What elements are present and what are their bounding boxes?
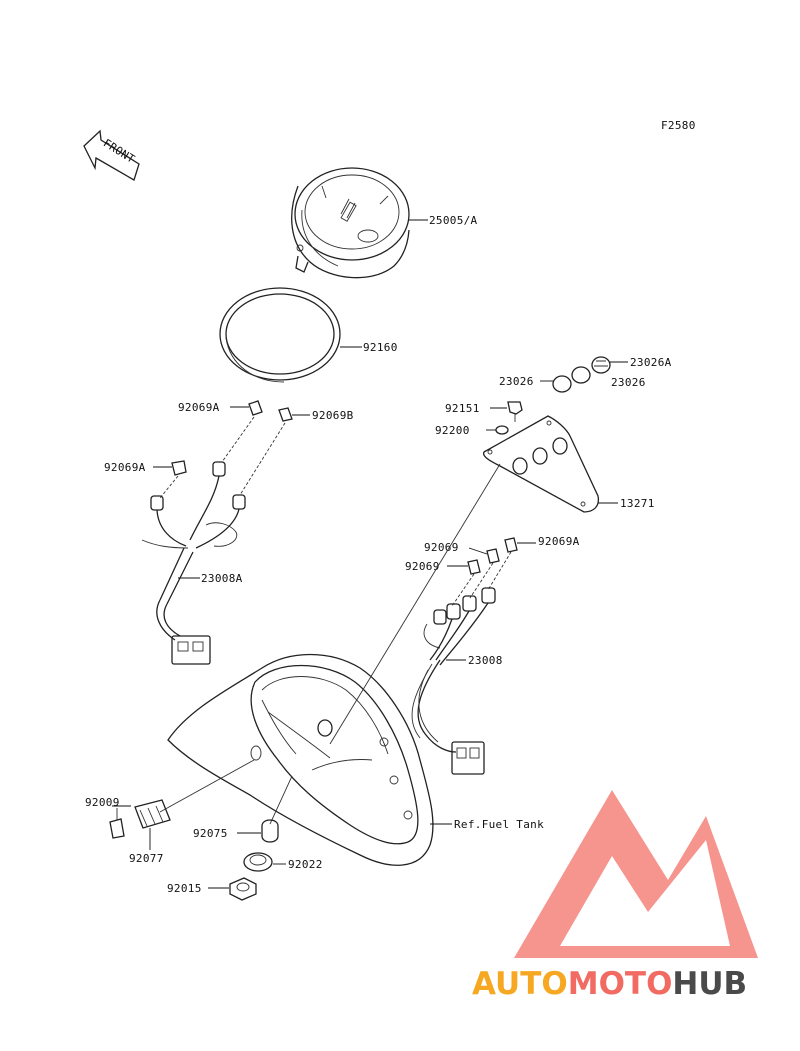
watermark-text-moto: MOTO xyxy=(568,966,673,1002)
callout-cap-right-a: 23026A xyxy=(630,356,672,369)
callout-harness-left: 23008A xyxy=(201,572,243,585)
indicator-bracket xyxy=(482,415,618,513)
watermark-logo-mark xyxy=(514,790,758,958)
speedometer-unit xyxy=(291,167,428,279)
callout-cap-right: 23026 xyxy=(611,376,646,389)
front-arrow-icon: FRONT xyxy=(83,129,140,181)
bottom-hardware xyxy=(109,759,293,901)
callout-clamp-right-b: 92069 xyxy=(405,560,440,573)
fuel-tank-meter-housing xyxy=(167,463,501,866)
callout-grommet-b: 92022 xyxy=(288,858,323,871)
right-clamps xyxy=(447,537,536,575)
left-wire-harness xyxy=(141,416,286,665)
front-arrow-label: FRONT xyxy=(101,136,137,165)
callout-washer-top: 92200 xyxy=(435,424,470,437)
bolt-and-washer xyxy=(486,401,523,435)
callout-speedometer: 25005/A xyxy=(429,214,478,227)
watermark-text-auto: AUTO xyxy=(472,966,568,1002)
gasket-ring xyxy=(219,287,362,383)
callout-nut: 92015 xyxy=(167,882,202,895)
callout-clamp-left-b: 92069B xyxy=(312,409,354,422)
watermark-text: AUTOMOTOHUB xyxy=(472,966,747,1002)
left-clamps xyxy=(153,400,310,476)
callout-gasket-ring: 92160 xyxy=(363,341,398,354)
right-wire-harness xyxy=(411,551,512,775)
callout-clamp-left-mid: 92069A xyxy=(104,461,146,474)
callout-clamp-left-top: 92069A xyxy=(178,401,220,414)
indicator-caps xyxy=(540,356,628,393)
callout-screw: 92009 xyxy=(85,796,120,809)
watermark-text-hub: HUB xyxy=(672,966,747,1002)
watermark-logo xyxy=(514,790,758,958)
callout-clamp-right-a: 92069 xyxy=(424,541,459,554)
callout-grommet-a: 92075 xyxy=(193,827,228,840)
callout-bolt-top: 92151 xyxy=(445,402,480,415)
callout-cap-left: 23026 xyxy=(499,375,534,388)
callout-harness-right: 23008 xyxy=(468,654,503,667)
callout-socket: 92077 xyxy=(129,852,164,865)
figure-code: F2580 xyxy=(661,119,696,132)
callout-ref-fuel-tank: Ref.Fuel Tank xyxy=(454,818,544,831)
callout-bracket: 13271 xyxy=(620,497,655,510)
callout-clamp-right-a2: 92069A xyxy=(538,535,580,548)
